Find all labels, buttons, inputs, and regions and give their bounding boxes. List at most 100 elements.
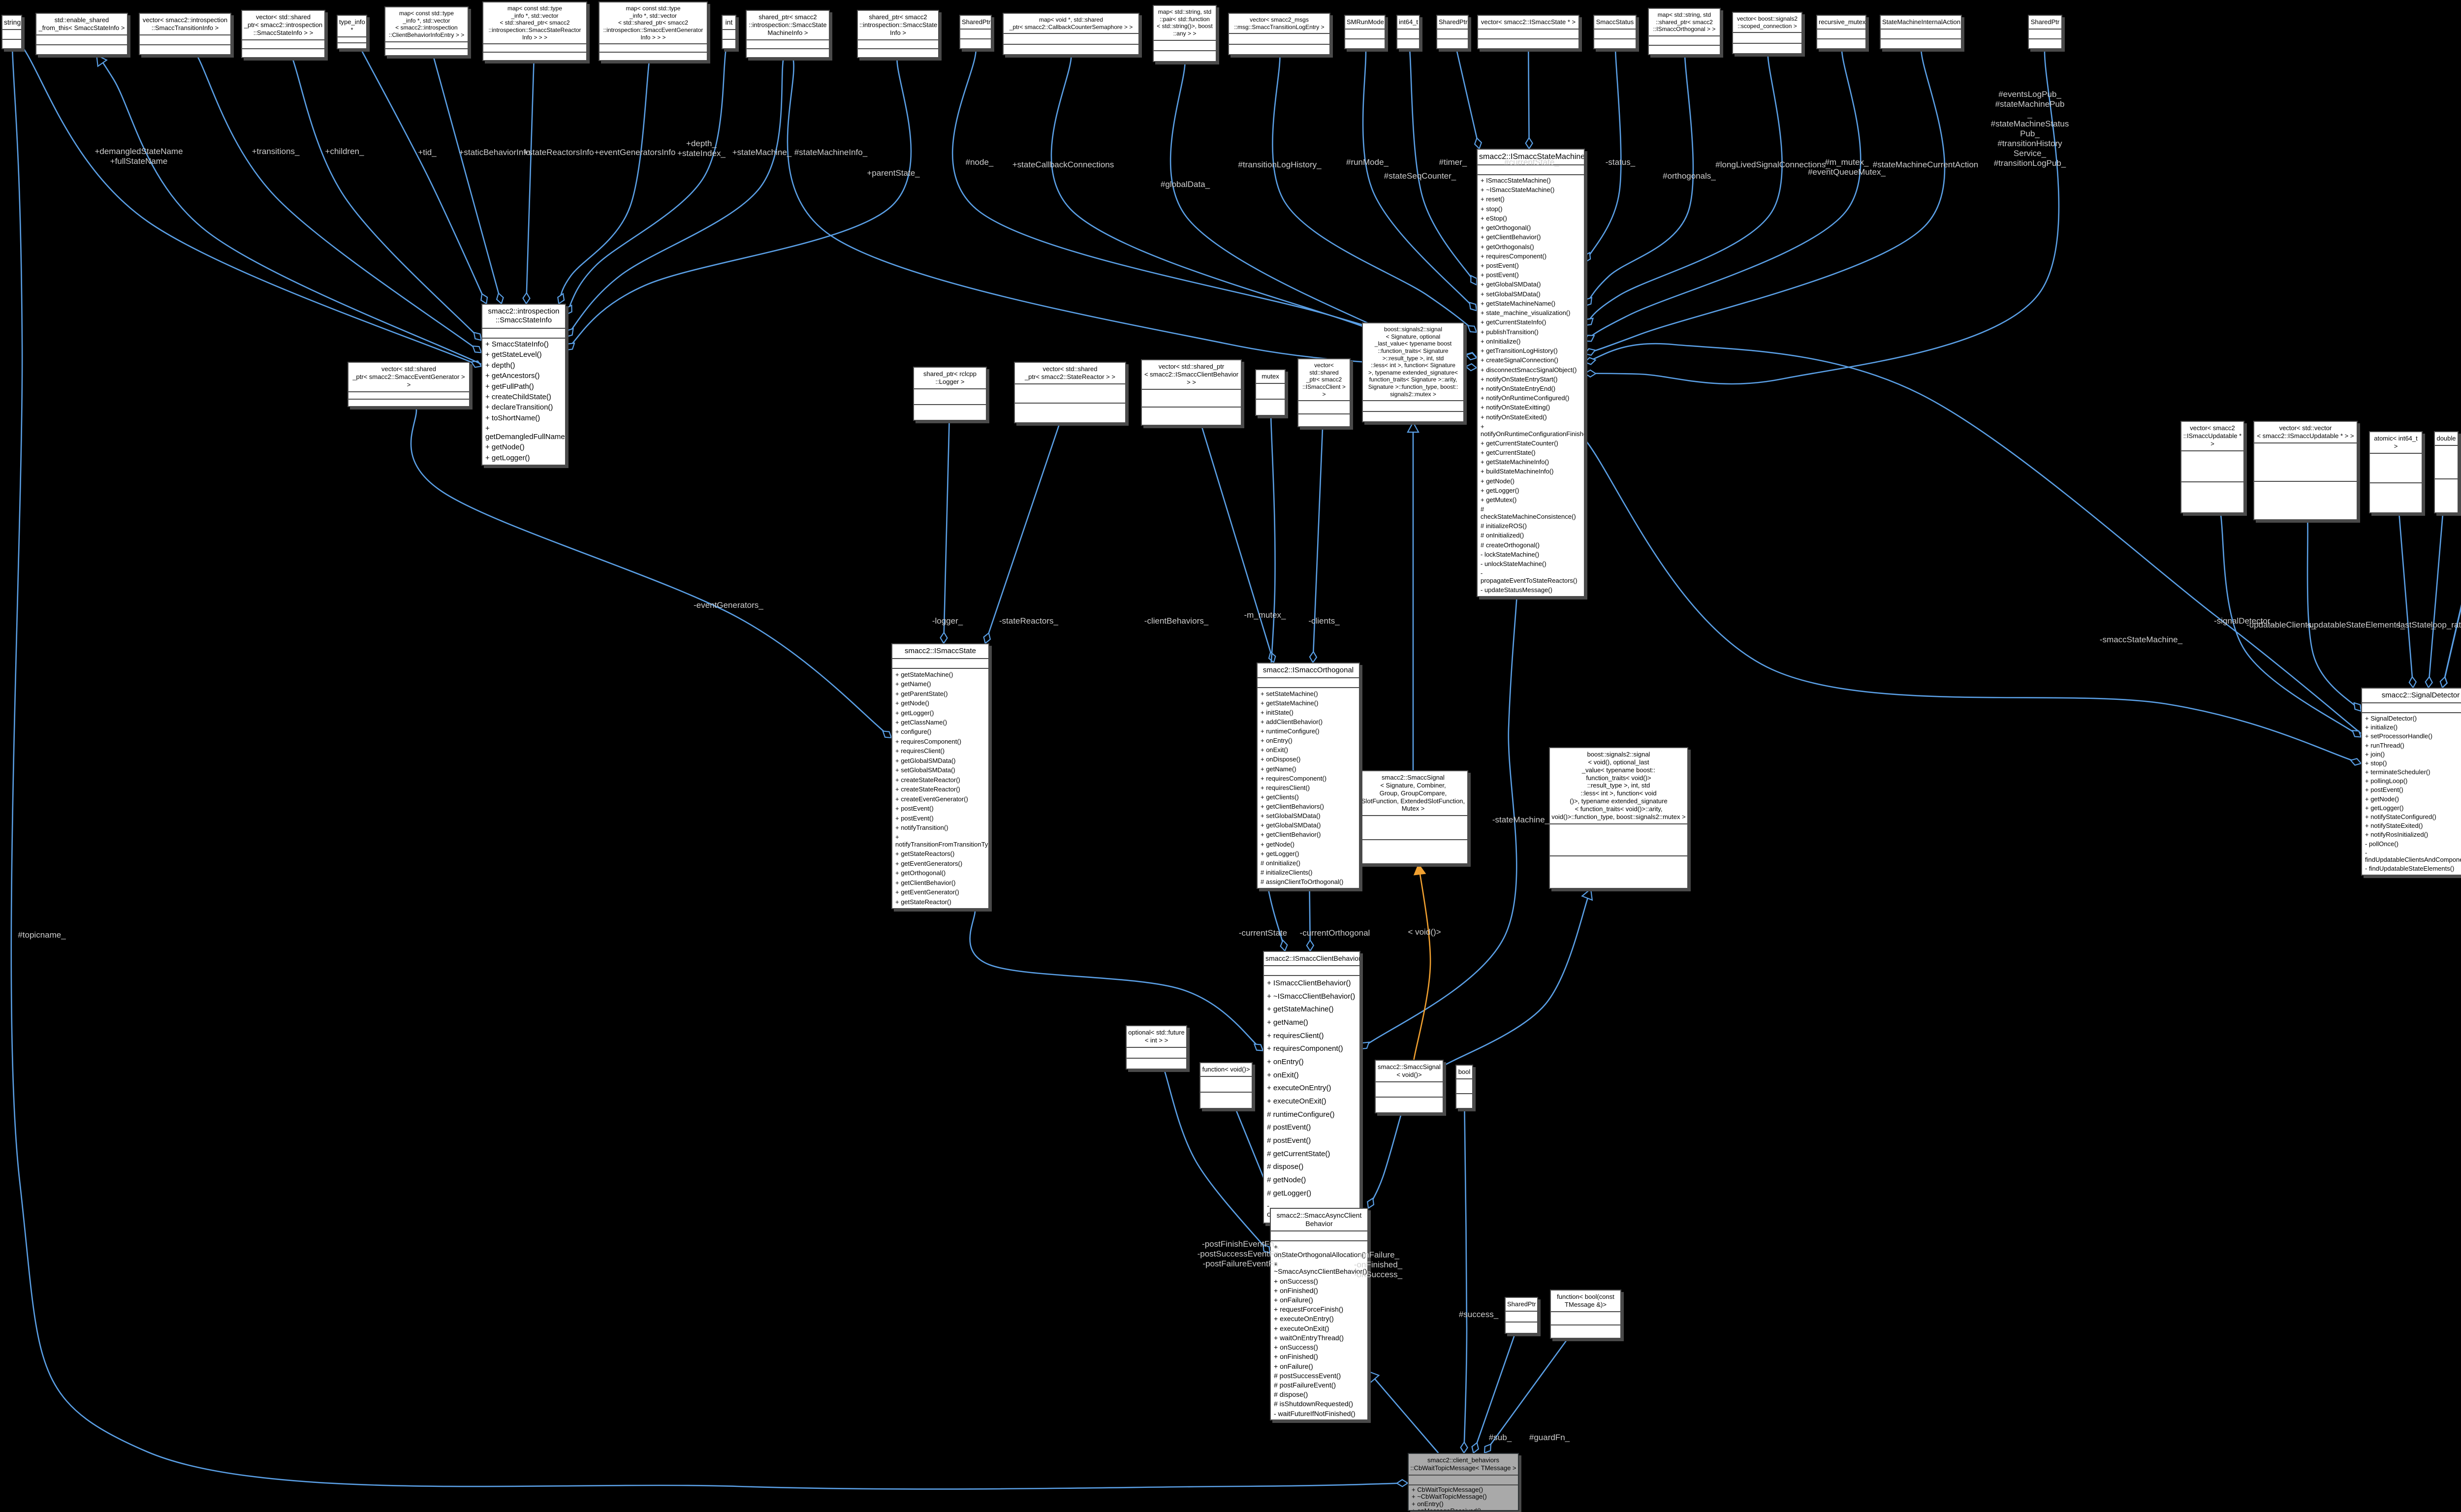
empty-compartment — [2370, 454, 2422, 483]
class-node-m31[interactable]: vector< std::shared _ptr< smacc2 ::ISmac… — [1297, 358, 1351, 427]
empty-compartment — [1127, 1048, 1186, 1058]
method-row: + reset() — [1481, 195, 1505, 203]
empty-compartment — [1142, 407, 1241, 425]
class-title: std::enable_shared _from_this< SmaccStat… — [36, 14, 127, 35]
class-node-r34[interactable]: atomic< int64_t > — [2369, 431, 2423, 513]
empty-compartment — [1154, 50, 1216, 61]
class-node-s49[interactable]: function< bool(const TMessage &)> — [1550, 1290, 1621, 1339]
class-title: type_info * — [338, 16, 366, 37]
empty-compartment — [2181, 481, 2243, 512]
empty-compartment — [1376, 1097, 1443, 1112]
method-row: + declareTransition() — [485, 403, 553, 412]
method-row: + getOrthogonal() — [1481, 224, 1531, 232]
class-node-c51[interactable]: smacc2::introspection ::SmaccStateInfo+ … — [481, 304, 566, 466]
class-node-t17[interactable]: int64_t — [1396, 15, 1420, 49]
method-row: - updateStatusMessage() — [1481, 586, 1552, 594]
class-node-t16[interactable]: SMRunMode — [1344, 15, 1386, 49]
class-node-s46[interactable]: function< void()> — [1199, 1062, 1253, 1109]
class-node-t13[interactable]: map< void *, std::shared _ptr< smacc2::C… — [1003, 13, 1139, 55]
class-node-c54[interactable]: smacc2::ISmaccClientBehavior+ ISmaccClie… — [1263, 951, 1360, 1224]
method-row: + getMutex() — [1481, 496, 1517, 504]
method-row: + ~CbWaitTopicMessage() — [1412, 1493, 1487, 1501]
class-node-c56[interactable]: smacc2::client_behaviors ::CbWaitTopicMe… — [1408, 1453, 1519, 1511]
class-node-t9[interactable]: int — [722, 15, 736, 49]
class-node-t14[interactable]: map< std::string, std ::pair< std::funct… — [1153, 5, 1217, 62]
empty-compartment — [385, 48, 468, 55]
empty-compartment — [1127, 1057, 1186, 1069]
class-node-s48[interactable]: SharedPtr — [1505, 1297, 1538, 1334]
empty-compartment — [1550, 824, 1687, 856]
class-node-t24[interactable]: StateMachineInternalAction — [1880, 15, 1962, 49]
class-node-t4[interactable]: vector< std::shared _ptr< smacc2::intros… — [241, 10, 325, 58]
class-node-t12[interactable]: SharedPtr — [959, 15, 992, 49]
class-node-t19[interactable]: vector< smacc2::ISmaccState * > — [1477, 15, 1579, 49]
empty-compartment — [1478, 30, 1578, 38]
class-node-c52[interactable]: smacc2::ISmaccState+ getStateMachine()+ … — [891, 643, 989, 909]
class-node-m30[interactable]: mutex — [1255, 369, 1286, 416]
class-node-c57[interactable]: smacc2::SignalDetector+ SignalDetector()… — [2361, 688, 2461, 876]
method-row: + notifyStateExited() — [2365, 822, 2423, 830]
class-title: smacc2::ISmaccClientBehavior — [1264, 952, 1359, 967]
class-node-t21[interactable]: map< std::string, std ::shared_ptr< smac… — [1648, 8, 1721, 55]
class-node-m27[interactable]: shared_ptr< rclcpp ::Logger > — [913, 367, 987, 421]
class-node-t2[interactable]: std::enable_shared _from_this< SmaccStat… — [35, 13, 128, 55]
class-title: boost::signals2::signal < void(), option… — [1550, 748, 1687, 824]
method-row: + getStateMachineInfo() — [1481, 458, 1549, 466]
class-node-t8[interactable]: map< const std::type _info *, std::vecto… — [599, 1, 708, 61]
class-node-t7[interactable]: map< const std::type _info *, std::vecto… — [482, 1, 587, 61]
method-row: + getParentState() — [895, 690, 948, 697]
class-node-s42[interactable]: smacc2::SmaccSignal < Signature, Combine… — [1358, 770, 1468, 864]
method-row: + notifyOnRuntimeConfigured() — [1481, 394, 1570, 402]
class-node-t6[interactable]: map< const std::type _info *, std::vecto… — [384, 6, 469, 56]
class-node-r33[interactable]: vector< std::vector < smacc2::ISmaccUpda… — [2253, 421, 2358, 520]
class-node-t1[interactable]: string — [1, 15, 22, 49]
class-title: atomic< int64_t > — [2370, 432, 2422, 454]
class-title: function< bool(const TMessage &)> — [1551, 1291, 1620, 1312]
method-row: + postEvent() — [1481, 271, 1519, 279]
class-node-t23[interactable]: recursive_mutex — [1816, 15, 1866, 49]
method-row: + createStateReactor() — [895, 776, 960, 784]
class-node-s41[interactable]: boost::signals2::signal < Signature, opt… — [1362, 322, 1464, 422]
class-node-t25[interactable]: SharedPtr — [2028, 15, 2062, 49]
class-node-s45[interactable]: bool — [1455, 1065, 1473, 1109]
class-node-r35[interactable]: double — [2434, 431, 2459, 513]
attributes-compartment — [2362, 703, 2461, 714]
class-node-t15[interactable]: vector< smacc2_msgs ::msg::SmaccTransiti… — [1228, 13, 1330, 55]
method-row: + getNode() — [1481, 477, 1515, 485]
class-node-c53[interactable]: smacc2::ISmaccOrthogonal+ setStateMachin… — [1257, 662, 1360, 889]
empty-compartment — [1649, 44, 1720, 54]
class-node-t20[interactable]: SmaccStatus — [1593, 15, 1637, 49]
class-node-t5[interactable]: type_info * — [337, 15, 367, 49]
class-node-c55[interactable]: smacc2::SmaccAsyncClient Behavior+ onSta… — [1270, 1208, 1368, 1420]
class-node-r32[interactable]: vector< smacc2 ::ISmaccUpdatable * > — [2180, 421, 2244, 513]
class-node-m26[interactable]: vector< std::shared _ptr< smacc2::SmaccE… — [347, 362, 470, 407]
class-node-t18[interactable]: SharedPtr — [1436, 15, 1469, 49]
empty-compartment — [1733, 42, 1801, 53]
class-node-t22[interactable]: vector< boost::signals2 ::scoped_connect… — [1732, 12, 1802, 54]
method-row: + getOrthogonal() — [895, 869, 946, 877]
class-node-m28[interactable]: vector< std::shared _ptr< smacc2::StateR… — [1014, 362, 1126, 423]
method-row: + depth() — [485, 361, 515, 370]
class-node-s47[interactable]: optional< std::future < int > > — [1126, 1025, 1187, 1070]
method-row: + initialize() — [2365, 724, 2398, 731]
method-row: - unlockStateMachine() — [1481, 560, 1546, 568]
class-node-t3[interactable]: vector< smacc2::introspection ::SmaccTra… — [139, 13, 231, 55]
method-row: + getNode() — [1261, 840, 1295, 848]
method-row: + getClientBehavior() — [1261, 831, 1321, 839]
method-row: + setProcessorHandle() — [2365, 732, 2432, 740]
class-node-t10[interactable]: shared_ptr< smacc2 ::introspection::Smac… — [746, 10, 830, 58]
method-row: + getName() — [1267, 1018, 1308, 1027]
empty-compartment — [1397, 38, 1419, 48]
method-row: + getStateMachineName() — [1481, 299, 1556, 307]
method-row: + getGlobalSMData() — [1261, 821, 1321, 829]
class-node-t11[interactable]: shared_ptr< smacc2 ::introspection::Smac… — [857, 10, 939, 58]
empty-compartment — [858, 40, 938, 48]
method-row: + waitOnEntryThread() — [1274, 1333, 1344, 1342]
method-row: # getCurrentState() — [1267, 1149, 1330, 1158]
empty-compartment — [348, 392, 469, 399]
method-row: - pollOnce() — [2365, 840, 2398, 848]
class-node-s44[interactable]: smacc2::SmaccSignal < void()> — [1375, 1060, 1444, 1113]
class-node-c50[interactable]: smacc2::ISmaccStateMachine+ ISmaccStateM… — [1477, 149, 1585, 597]
class-node-m29[interactable]: vector< std::shared_ptr < smacc2::ISmacc… — [1141, 359, 1242, 426]
class-node-s43[interactable]: boost::signals2::signal < void(), option… — [1549, 747, 1688, 889]
